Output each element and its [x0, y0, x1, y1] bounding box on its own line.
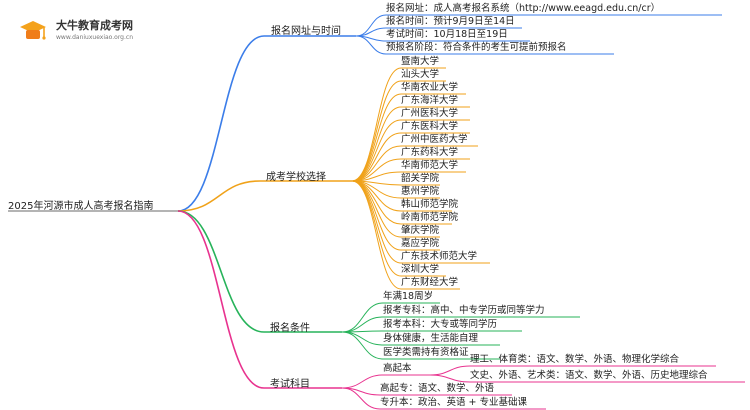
- leaf-requirement: 年满18周岁: [383, 291, 434, 302]
- leaf-school: 广东财经大学: [401, 277, 459, 288]
- branch-school-choice: 成考学校选择: [266, 172, 326, 183]
- leaf-connector: [351, 80, 402, 182]
- leaf-connector: [341, 374, 384, 389]
- leaf-requirement: 身体健康，生活能自理: [383, 333, 479, 344]
- leaf-connector: [429, 365, 471, 376]
- leaf-connector: [355, 35, 387, 55]
- leaf-school: 广东医科大学: [401, 121, 459, 132]
- leaf-pre-register: 预报名阶段：符合条件的考生可提前预报名: [386, 42, 567, 53]
- leaf-connector: [351, 132, 402, 182]
- leaf-connector: [351, 180, 402, 290]
- branch-connector: [177, 35, 265, 212]
- branch-register-time: 报名网址与时间: [271, 26, 341, 37]
- leaf-subject-detail: 文史、外语、艺术类：语文、数学、外语、历史地理综合: [470, 370, 708, 381]
- leaf-connector: [351, 119, 402, 182]
- leaf-connector: [351, 180, 402, 225]
- leaf-school: 暨南大学: [401, 56, 440, 67]
- leaf-school: 深圳大学: [401, 264, 440, 275]
- logo-title: 大牛教育成考网: [56, 19, 133, 32]
- leaf-connector: [351, 106, 402, 182]
- leaf-school: 汕头大学: [401, 69, 440, 80]
- leaf-school: 华南师范大学: [401, 160, 459, 171]
- leaf-connector: [341, 316, 384, 333]
- graduation-cap-icon: [20, 21, 46, 40]
- leaf-school: 广州中医药大学: [401, 134, 468, 145]
- leaf-connector: [429, 374, 471, 383]
- leaf-school: 嘉应学院: [401, 238, 440, 249]
- leaf-connector: [341, 387, 381, 410]
- branch-exam-subjects: 考试科目: [270, 379, 310, 390]
- leaf-subject-group: 高起本: [383, 363, 412, 374]
- site-logo: 大牛教育成考网 www.daniuxuexiao.org.cn: [14, 14, 134, 50]
- leaf-school: 广州医科大学: [401, 108, 459, 119]
- leaf-school: 岭南师范学院: [401, 212, 459, 223]
- leaf-subject-detail: 理工、体育类：语文、数学、外语、物理化学综合: [470, 354, 680, 365]
- branch-connector: [177, 180, 261, 212]
- leaf-connector: [341, 331, 384, 346]
- leaf-connector: [355, 14, 387, 37]
- leaf-subject-group: 高起专：语文、数学、外语: [380, 383, 495, 394]
- leaf-connector: [351, 93, 402, 182]
- leaf-school: 广东药科大学: [401, 147, 459, 158]
- branch-connector: [177, 210, 265, 333]
- logo-url: www.daniuxuexiao.org.cn: [56, 34, 133, 41]
- branch-requirements: 报名条件: [270, 323, 310, 334]
- leaf-exam-date: 考试时间：10月18日至19日: [386, 29, 508, 40]
- leaf-school: 惠州学院: [401, 186, 440, 197]
- leaf-requirement: 医学类需持有资格证: [383, 347, 469, 358]
- leaf-register-site: 报名网址：成人高考报名系统（http://www.eeagd.edu.cn/cr…: [386, 3, 661, 14]
- leaf-connector: [351, 180, 402, 251]
- root-node: 2025年河源市成人高考报名指南: [8, 201, 154, 212]
- leaf-school: 韩山师范学院: [401, 199, 459, 210]
- leaf-register-date: 报名时间：预计9月9日至14日: [386, 16, 515, 27]
- leaf-school: 广东技术师范大学: [401, 251, 478, 262]
- leaf-requirement: 报考专科：高中、中专学历或同等学力: [383, 305, 545, 316]
- leaf-school: 华南农业大学: [401, 82, 459, 93]
- leaf-connector: [351, 67, 402, 182]
- leaf-subject-group: 专升本：政治、英语 + 专业基础课: [380, 397, 527, 408]
- branch-connector: [177, 210, 265, 389]
- leaf-requirement: 报考本科：大专或等同学历: [383, 319, 498, 330]
- leaf-school: 肇庆学院: [401, 225, 440, 236]
- leaf-school: 广东海洋大学: [401, 95, 459, 106]
- leaf-school: 韶关学院: [401, 173, 440, 184]
- leaf-connector: [341, 331, 384, 360]
